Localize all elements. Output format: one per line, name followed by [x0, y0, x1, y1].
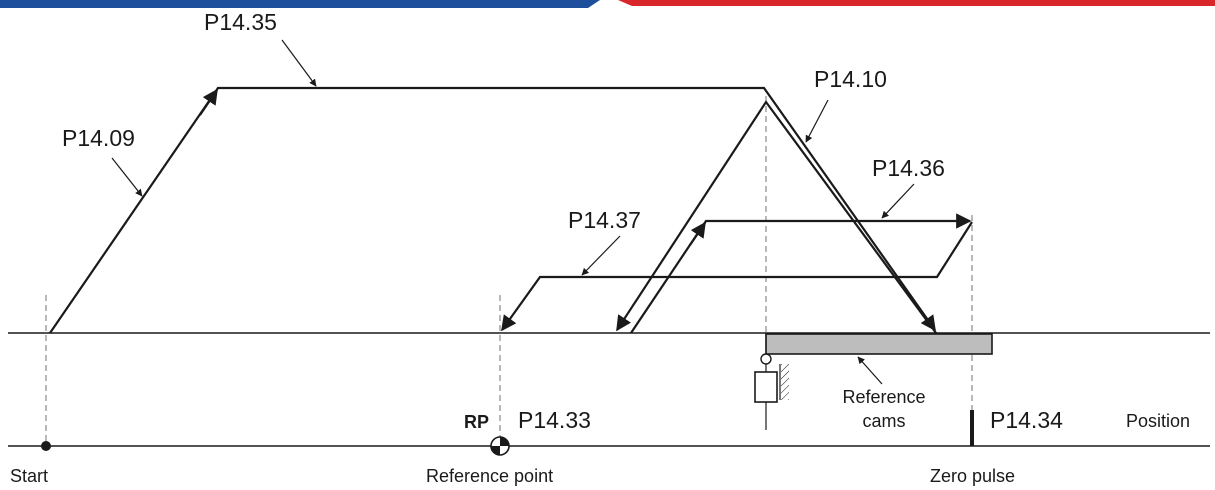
leader-p1435: [281, 39, 317, 87]
label-p1410: P14.10: [814, 66, 887, 92]
profile-reverse-travel: [616, 100, 937, 334]
start-point-dot: [41, 441, 51, 451]
leader-p1410: [805, 99, 829, 143]
leader-p1409: [111, 157, 143, 197]
label-p1434: P14.34: [990, 407, 1063, 433]
label-rp: RP: [464, 412, 489, 432]
reference-switch-icon: [754, 334, 789, 430]
top-bar-right: [618, 0, 1215, 6]
top-bar: [0, 0, 1215, 8]
label-start: Start: [10, 466, 48, 486]
label-p1435: P14.35: [204, 9, 277, 35]
leader-reference-cams: [857, 356, 883, 385]
label-zero-pulse: Zero pulse: [930, 466, 1015, 486]
profile-search-travel: [49, 86, 936, 334]
label-p1433: P14.33: [518, 407, 591, 433]
label-p1409: P14.09: [62, 125, 135, 151]
label-reference-cams-line1: Reference: [842, 387, 925, 407]
profile-free-travel: [501, 221, 973, 332]
reference-point-icon: [490, 436, 510, 456]
leader-p1436: [881, 183, 915, 219]
label-reference-point: Reference point: [426, 466, 553, 486]
accel-arrow: [199, 88, 218, 116]
rise-arrow: [689, 221, 706, 246]
reference-cam-block: [765, 333, 993, 355]
top-bar-left: [0, 0, 600, 8]
profile-leave-cam: [630, 213, 972, 334]
leader-p1437: [581, 235, 621, 276]
label-reference-cams-line2: cams: [862, 411, 905, 431]
label-p1437: P14.37: [568, 207, 641, 233]
label-p1436: P14.36: [872, 155, 945, 181]
label-position: Position: [1126, 411, 1190, 431]
